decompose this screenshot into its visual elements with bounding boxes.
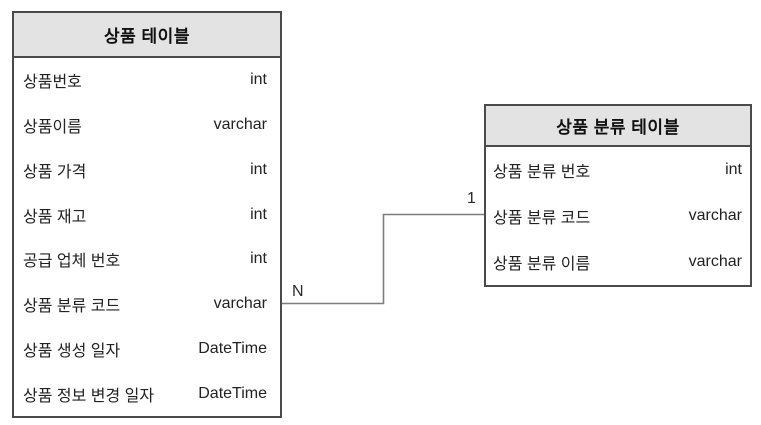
table-product-category: 상품 분류 테이블 상품 분류 번호 int 상품 분류 코드 varchar … xyxy=(484,104,752,287)
column-name: 상품 정보 변경 일자 xyxy=(23,387,155,405)
column-name: 상품 생성 일자 xyxy=(23,342,121,360)
column-type: int xyxy=(250,71,267,89)
table-row: 상품번호 int xyxy=(14,58,280,103)
cardinality-one-label: 1 xyxy=(467,190,476,207)
column-name: 상품번호 xyxy=(23,74,82,92)
column-type: varchar xyxy=(688,253,742,270)
column-type: int xyxy=(250,250,267,268)
table-row: 상품 재고 int xyxy=(14,192,280,237)
column-type: varchar xyxy=(213,295,267,313)
table-row: 상품 가격 int xyxy=(14,148,280,193)
column-type: DateTime xyxy=(198,339,267,357)
table-row: 상품 분류 코드 varchar xyxy=(486,193,750,239)
table-row: 상품이름 varchar xyxy=(14,103,280,148)
table-row: 상품 분류 이름 varchar xyxy=(486,239,750,285)
column-name: 상품 분류 이름 xyxy=(493,256,591,273)
column-type: DateTime xyxy=(198,384,267,402)
column-name: 상품 분류 번호 xyxy=(493,164,591,181)
table-row: 상품 정보 변경 일자 DateTime xyxy=(14,371,280,416)
column-name: 상품 재고 xyxy=(23,208,87,226)
column-type: int xyxy=(725,161,742,178)
column-name: 상품 가격 xyxy=(23,163,87,181)
column-type: varchar xyxy=(688,207,742,224)
column-type: int xyxy=(250,160,267,178)
table-product-body: 상품번호 int 상품이름 varchar 상품 가격 int 상품 재고 in… xyxy=(14,58,280,416)
table-row: 상품 생성 일자 DateTime xyxy=(14,327,280,372)
table-product-category-body: 상품 분류 번호 int 상품 분류 코드 varchar 상품 분류 이름 v… xyxy=(486,147,750,285)
column-name: 상품이름 xyxy=(23,119,82,137)
table-product-category-title: 상품 분류 테이블 xyxy=(486,106,750,147)
column-type: varchar xyxy=(213,116,267,134)
table-product: 상품 테이블 상품번호 int 상품이름 varchar 상품 가격 int 상… xyxy=(12,11,282,418)
column-type: int xyxy=(250,205,267,223)
table-row: 상품 분류 번호 int xyxy=(486,147,750,193)
table-row: 상품 분류 코드 varchar xyxy=(14,282,280,327)
column-name: 상품 분류 코드 xyxy=(493,210,591,227)
table-product-title: 상품 테이블 xyxy=(14,13,280,58)
cardinality-many-label: N xyxy=(292,283,304,300)
table-row: 공급 업체 번호 int xyxy=(14,237,280,282)
column-name: 공급 업체 번호 xyxy=(23,253,121,271)
column-name: 상품 분류 코드 xyxy=(23,298,121,316)
